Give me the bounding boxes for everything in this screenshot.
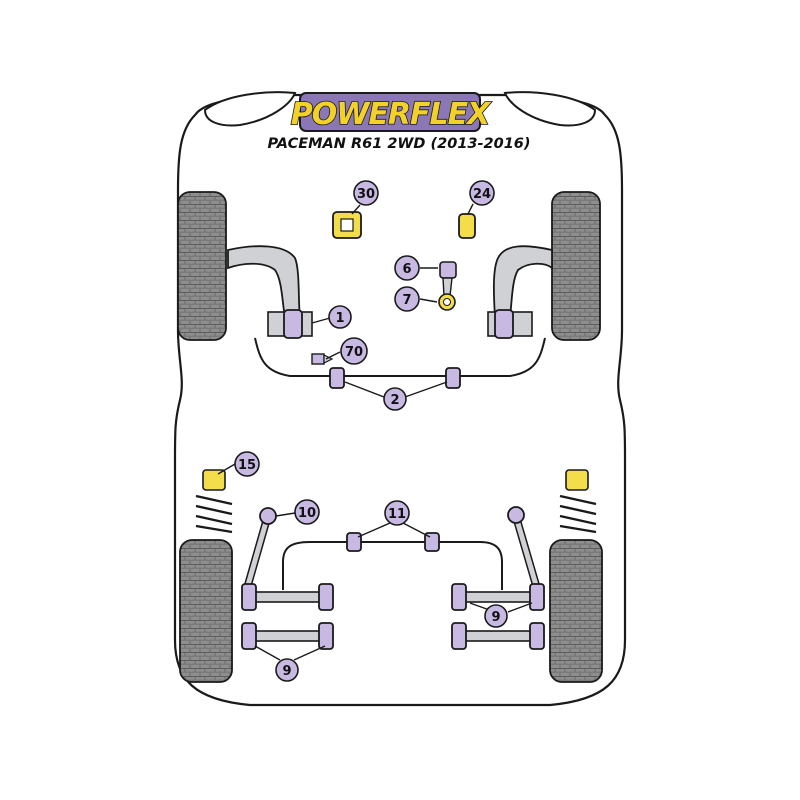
svg-text:70: 70 xyxy=(345,345,363,360)
svg-text:9: 9 xyxy=(282,664,291,679)
powerflex-logo: POWERFLEX xyxy=(290,92,494,133)
rear-link-bush-left xyxy=(259,507,277,525)
callout-30: 30 xyxy=(353,180,379,206)
rear-lower-arm-right-lower xyxy=(451,622,545,650)
callout-leaders xyxy=(217,203,533,661)
front-right-tyre xyxy=(551,191,601,341)
headlight-left xyxy=(203,91,297,127)
callout-6: 6 xyxy=(394,255,420,281)
callout-9-right: 9 xyxy=(484,604,508,628)
front-wishbone-bush-left xyxy=(267,309,313,339)
front-arb-bush-left xyxy=(329,367,345,389)
svg-text:10: 10 xyxy=(298,506,316,521)
logo-text: POWERFLEX xyxy=(291,97,492,132)
svg-text:7: 7 xyxy=(402,293,411,308)
callout-7: 7 xyxy=(394,286,420,312)
rear-link-bush-right xyxy=(507,506,525,524)
rear-lower-arm-left-lower xyxy=(241,622,334,650)
rear-anti-roll-bar xyxy=(282,541,503,590)
gearbox-mount-insert xyxy=(332,211,362,239)
svg-text:6: 6 xyxy=(402,262,411,277)
model-title: PACEMAN R61 2WD (2013-2016) xyxy=(268,136,531,152)
svg-text:2: 2 xyxy=(390,393,399,408)
torque-mount xyxy=(438,261,457,311)
engine-mount-insert xyxy=(458,213,476,239)
svg-text:11: 11 xyxy=(388,507,406,522)
item-70-bush xyxy=(311,353,334,365)
callout-10: 10 xyxy=(294,499,320,525)
svg-text:1: 1 xyxy=(335,311,344,326)
callout-11: 11 xyxy=(384,500,410,526)
callout-2: 2 xyxy=(383,387,407,411)
svg-text:9: 9 xyxy=(491,610,500,625)
callout-24: 24 xyxy=(469,180,495,206)
rear-lower-arm-right-upper xyxy=(451,583,545,611)
rear-left-tyre xyxy=(179,539,233,683)
svg-text:30: 30 xyxy=(357,187,375,202)
rear-arb-bush-right xyxy=(424,532,440,552)
rear-spring-left xyxy=(195,469,233,534)
callout-9-left: 9 xyxy=(275,658,299,682)
callout-1: 1 xyxy=(328,305,352,329)
front-wishbone-bush-right xyxy=(487,309,533,339)
front-left-tyre xyxy=(177,191,227,341)
svg-text:24: 24 xyxy=(473,187,491,202)
svg-text:15: 15 xyxy=(238,458,256,473)
rear-lower-arm-left-upper xyxy=(241,583,334,611)
rear-right-tyre xyxy=(549,539,603,683)
callout-70: 70 xyxy=(340,337,368,365)
callout-15: 15 xyxy=(234,451,260,477)
rear-arb-bush-left xyxy=(346,532,362,552)
headlight-right xyxy=(503,91,597,127)
front-anti-roll-bar xyxy=(254,337,546,377)
rear-link-left-inner xyxy=(243,519,269,595)
rear-link-right-inner xyxy=(514,517,541,595)
front-arb-bush-right xyxy=(445,367,461,389)
rear-spring-right xyxy=(559,469,597,534)
